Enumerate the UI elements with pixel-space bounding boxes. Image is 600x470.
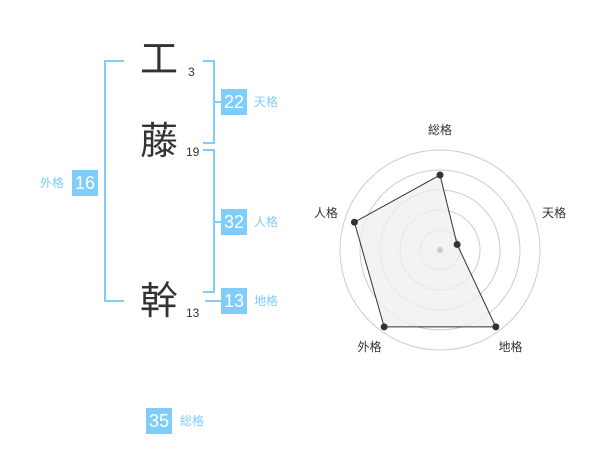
jinkaku-connector	[213, 221, 221, 223]
radar-axis-label-1: 天格	[542, 205, 566, 220]
radar-point-1	[453, 240, 461, 248]
soukaku-label: 総格	[180, 414, 205, 428]
radar-axis-label-2: 地格	[498, 339, 522, 354]
chikaku-connector	[205, 300, 221, 302]
radar-axis-label-3: 外格	[357, 339, 381, 354]
tenkaku-label: 天格	[254, 95, 279, 109]
soukaku-value: 35	[146, 408, 173, 434]
tenkaku-value: 22	[221, 89, 248, 115]
name-char-1-strokes: 3	[188, 65, 195, 79]
name-char-2: 藤	[140, 119, 179, 163]
gaikaku-label: 外格	[40, 176, 65, 190]
radar-point-3	[380, 323, 388, 331]
chikaku-value: 13	[221, 288, 248, 314]
name-char-3-strokes: 13	[186, 306, 200, 320]
tenkaku-connector	[213, 101, 221, 103]
radar-point-2	[492, 323, 500, 331]
name-char-2-strokes: 19	[186, 145, 200, 159]
chikaku-label: 地格	[254, 294, 279, 308]
jinkaku-label: 人格	[254, 215, 279, 229]
gaikaku-value: 16	[72, 170, 99, 196]
jinkaku-value: 32	[221, 209, 248, 235]
name-char-1: 工	[140, 37, 179, 81]
radar-center	[437, 247, 443, 253]
radar-axis-label-0: 総格	[428, 122, 452, 137]
radar-ring-4	[359, 169, 521, 331]
radar-point-0	[436, 171, 444, 179]
gaikaku-bracket	[104, 60, 124, 302]
name-char-3: 幹	[140, 279, 179, 323]
radar-polygon	[353, 174, 497, 328]
radar-axis-label-4: 人格	[314, 205, 338, 220]
radar-point-4	[350, 218, 358, 226]
